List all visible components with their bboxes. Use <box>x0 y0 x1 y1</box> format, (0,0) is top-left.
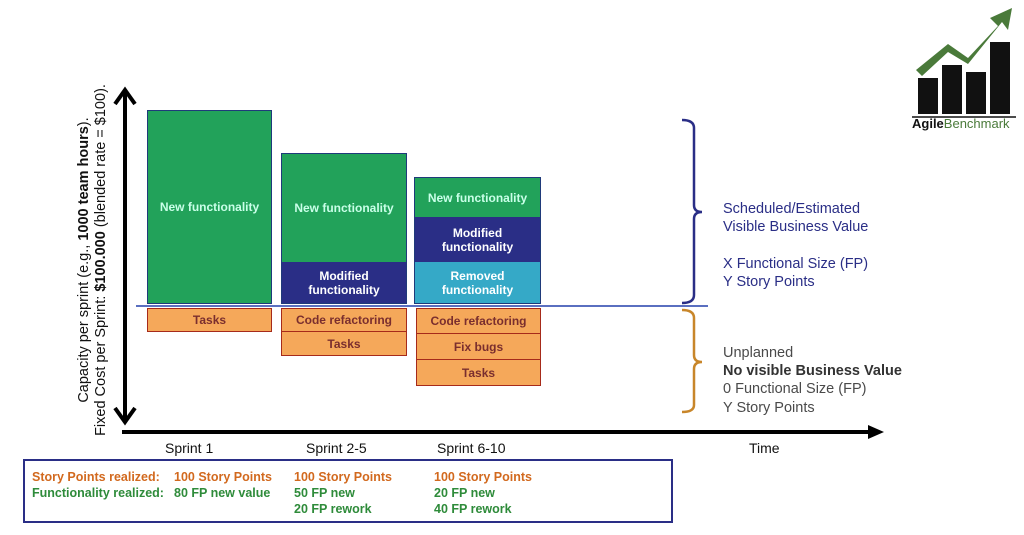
planned-legend-line3: X Functional Size (FP) <box>723 256 869 272</box>
sprint-6-10-fp-line2: 40 FP rework <box>434 502 512 516</box>
sprint-6-10-label: Sprint 6-10 <box>437 440 506 456</box>
sprint-2-5-new-functionality: New functionality <box>282 154 406 262</box>
sprint-1-tasks: Tasks <box>147 308 272 332</box>
sprint-2-5-planned-stack <box>281 153 407 304</box>
sprint-2-5-story-points: 100 Story Points <box>294 470 392 484</box>
y-axis-label-line2: Fixed Cost per Sprint: $100.000 (blended… <box>93 84 109 436</box>
sprint-6-10-fp-line1: 20 FP new <box>434 486 495 500</box>
sprint-1-new-functionality: New functionality <box>148 111 271 303</box>
sprint-2-5-fp-line2: 20 FP rework <box>294 502 372 516</box>
sprint-2-5-modified-functionality: Modified functionality <box>282 262 406 303</box>
time-axis-label: Time <box>749 440 780 456</box>
planned-brace <box>681 118 703 305</box>
planned-legend-line1: Scheduled/Estimated <box>723 201 861 217</box>
x-axis-arrow-icon <box>868 425 884 439</box>
unplanned-legend-line1: Unplanned <box>723 345 794 361</box>
y-axis-up-arrow-icon <box>113 86 137 106</box>
agilebenchmark-logo-text: AgileBenchmark <box>912 116 1010 131</box>
sprint-2-5-fp-line1: 50 FP new <box>294 486 355 500</box>
y-axis <box>113 86 137 426</box>
sprint-6-10-new-functionality: New functionality <box>415 178 540 217</box>
y-axis-label-line1: Capacity per sprint (e.g., 1000 team hou… <box>76 117 92 403</box>
sprint-6-10-modified-functionality: Modified functionality <box>415 217 540 262</box>
sprint-1-planned-stack <box>147 110 272 304</box>
story-points-realized-label: Story Points realized: <box>32 470 160 484</box>
summary-box: Story Points realized: Functionality rea… <box>23 459 673 523</box>
sprint-6-10-removed-functionality: Removed functionality <box>415 262 540 303</box>
functionality-realized-label: Functionality realized: <box>32 486 164 500</box>
planned-legend-line4: Y Story Points <box>723 274 815 290</box>
sprint-2-5-code-refactoring: Code refactoring <box>281 308 407 332</box>
sprint-1-story-points: 100 Story Points <box>174 470 272 484</box>
planned-legend-line2: Visible Business Value <box>723 219 869 235</box>
unplanned-legend-line2: No visible Business Value <box>723 363 902 379</box>
y-axis-down-arrow-icon <box>113 406 137 426</box>
sprint-6-10-tasks: Tasks <box>416 359 541 386</box>
sprint-6-10-fix-bugs: Fix bugs <box>416 333 541 360</box>
unplanned-legend-line3: 0 Functional Size (FP) <box>723 381 867 397</box>
y-axis-label: Capacity per sprint (e.g., 1000 team hou… <box>76 84 110 436</box>
sprint-1-fp-line1: 80 FP new value <box>174 486 271 500</box>
agilebenchmark-logo-icon <box>912 8 1016 118</box>
sprint-6-10-code-refactoring: Code refactoring <box>416 308 541 334</box>
unplanned-legend-line4: Y Story Points <box>723 400 815 416</box>
sprint-6-10-story-points: 100 Story Points <box>434 470 532 484</box>
sprint-2-5-label: Sprint 2-5 <box>306 440 367 456</box>
x-axis <box>122 425 884 439</box>
sprint-6-10-planned-stack <box>414 177 541 304</box>
unplanned-brace <box>681 308 703 414</box>
sprint-2-5-tasks: Tasks <box>281 331 407 356</box>
sprint-1-label: Sprint 1 <box>165 440 214 456</box>
